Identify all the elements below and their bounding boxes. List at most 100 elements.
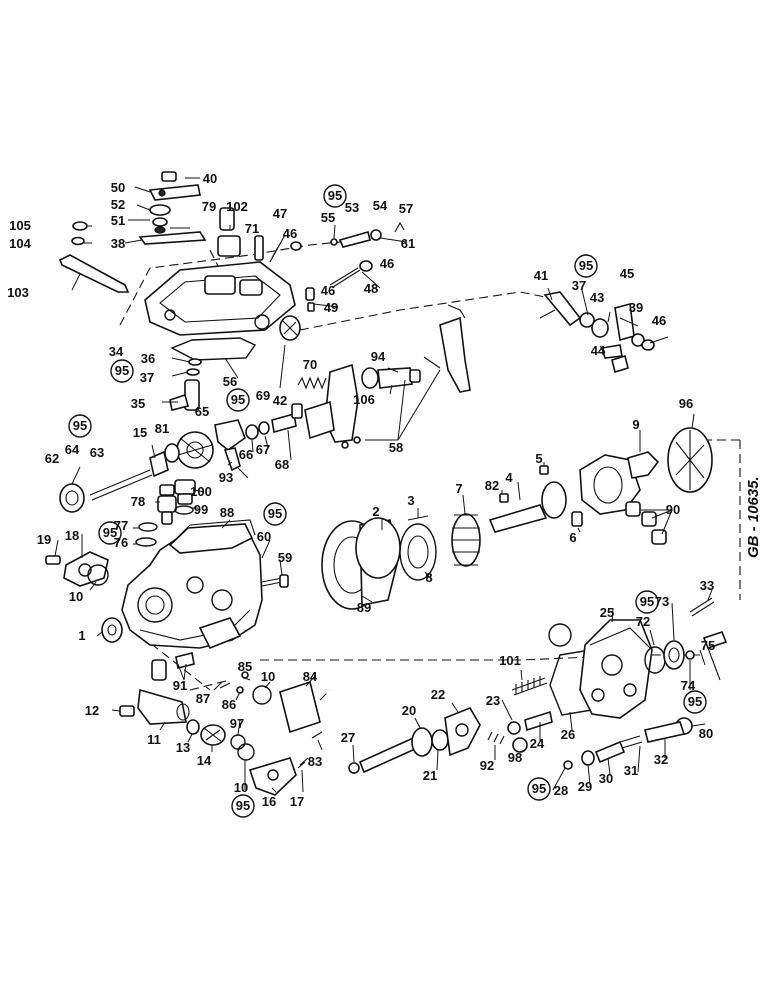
- drawing-id-text: GB - 10635.: [745, 476, 762, 558]
- part-label-34: 34: [109, 344, 124, 359]
- part-label-73: 73: [655, 594, 669, 609]
- part-label-46: 46: [380, 256, 394, 271]
- part-label-52: 52: [111, 197, 125, 212]
- part-label-10: 10: [234, 780, 248, 795]
- part-label-65: 65: [195, 404, 209, 419]
- leader-lines: [54, 177, 713, 793]
- part-label-92: 92: [480, 758, 494, 773]
- part-label-16: 16: [262, 794, 276, 809]
- part-label-9: 9: [632, 417, 639, 432]
- part-label-2: 2: [372, 504, 379, 519]
- part-label-72: 72: [636, 614, 650, 629]
- part-label-20: 20: [402, 703, 416, 718]
- part-label-95: 95: [640, 594, 654, 609]
- part-label-18: 18: [65, 528, 79, 543]
- drawing-id: GB - 10635.: [744, 430, 764, 560]
- part-label-4: 4: [505, 470, 513, 485]
- part-label-11: 11: [147, 732, 161, 747]
- part-label-90: 90: [666, 502, 680, 517]
- part-label-61: 61: [401, 236, 415, 251]
- part-label-60: 60: [257, 529, 271, 544]
- part-label-46: 46: [652, 313, 666, 328]
- part-label-98: 98: [508, 750, 522, 765]
- part-label-13: 13: [176, 740, 190, 755]
- part-label-59: 59: [278, 550, 292, 565]
- part-label-30: 30: [599, 771, 613, 786]
- part-label-50: 50: [111, 180, 125, 195]
- part-label-15: 15: [133, 425, 147, 440]
- part-label-91: 91: [173, 678, 187, 693]
- part-label-95: 95: [115, 363, 129, 378]
- part-label-71: 71: [245, 221, 259, 236]
- part-label-75: 75: [701, 638, 715, 653]
- part-label-46: 46: [321, 283, 335, 298]
- part-label-87: 87: [196, 691, 210, 706]
- part-label-93: 93: [219, 470, 233, 485]
- part-label-81: 81: [155, 421, 169, 436]
- part-label-51: 51: [111, 213, 125, 228]
- part-label-39: 39: [629, 300, 643, 315]
- part-label-106: 106: [353, 392, 375, 407]
- part-label-95: 95: [688, 694, 702, 709]
- part-label-21: 21: [423, 768, 437, 783]
- part-label-63: 63: [90, 445, 104, 460]
- part-label-95: 95: [268, 506, 282, 521]
- part-label-42: 42: [273, 393, 287, 408]
- part-label-57: 57: [399, 201, 413, 216]
- part-label-40: 40: [203, 171, 217, 186]
- part-label-37: 37: [140, 370, 154, 385]
- part-label-55: 55: [321, 210, 335, 225]
- part-label-14: 14: [197, 753, 212, 768]
- part-label-28: 28: [554, 783, 568, 798]
- part-label-103: 103: [7, 285, 29, 300]
- lower-left-parts: [119, 652, 323, 796]
- part-label-80: 80: [699, 726, 713, 741]
- governor-cover: [144, 261, 301, 361]
- part-label-25: 25: [600, 605, 614, 620]
- part-label-104: 104: [9, 236, 31, 251]
- part-label-82: 82: [485, 478, 499, 493]
- part-label-36: 36: [141, 351, 155, 366]
- part-label-44: 44: [591, 343, 606, 358]
- part-label-54: 54: [373, 198, 388, 213]
- part-label-41: 41: [534, 268, 548, 283]
- part-label-102: 102: [226, 199, 248, 214]
- part-label-46: 46: [283, 226, 297, 241]
- part-label-27: 27: [341, 730, 355, 745]
- part-label-8: 8: [425, 570, 432, 585]
- part-label-29: 29: [578, 779, 592, 794]
- part-label-89: 89: [357, 600, 371, 615]
- part-label-6: 6: [569, 530, 576, 545]
- part-label-67: 67: [256, 442, 270, 457]
- part-label-95: 95: [328, 188, 342, 203]
- part-label-88: 88: [220, 505, 234, 520]
- part-label-31: 31: [624, 763, 638, 778]
- part-label-43: 43: [590, 290, 604, 305]
- pump-housing: [45, 519, 289, 650]
- part-label-49: 49: [324, 300, 338, 315]
- part-label-76: 76: [114, 535, 128, 550]
- part-label-95: 95: [231, 392, 245, 407]
- part-label-94: 94: [371, 349, 386, 364]
- left-middle-parts: [59, 450, 196, 547]
- part-label-33: 33: [700, 578, 714, 593]
- part-label-95: 95: [236, 798, 250, 813]
- part-label-96: 96: [679, 396, 693, 411]
- part-label-95: 95: [532, 781, 546, 796]
- part-label-77: 77: [114, 518, 128, 533]
- part-label-23: 23: [486, 693, 500, 708]
- part-label-66: 66: [239, 447, 253, 462]
- part-label-101: 101: [499, 653, 521, 668]
- control-linkage: [164, 304, 471, 472]
- part-label-32: 32: [654, 752, 668, 767]
- part-label-97: 97: [230, 716, 244, 731]
- part-label-85: 85: [238, 659, 252, 674]
- part-label-19: 19: [37, 532, 51, 547]
- part-label-3: 3: [407, 493, 414, 508]
- part-label-86: 86: [222, 697, 236, 712]
- part-label-5: 5: [535, 451, 542, 466]
- part-label-37: 37: [572, 278, 586, 293]
- part-label-1: 1: [78, 628, 85, 643]
